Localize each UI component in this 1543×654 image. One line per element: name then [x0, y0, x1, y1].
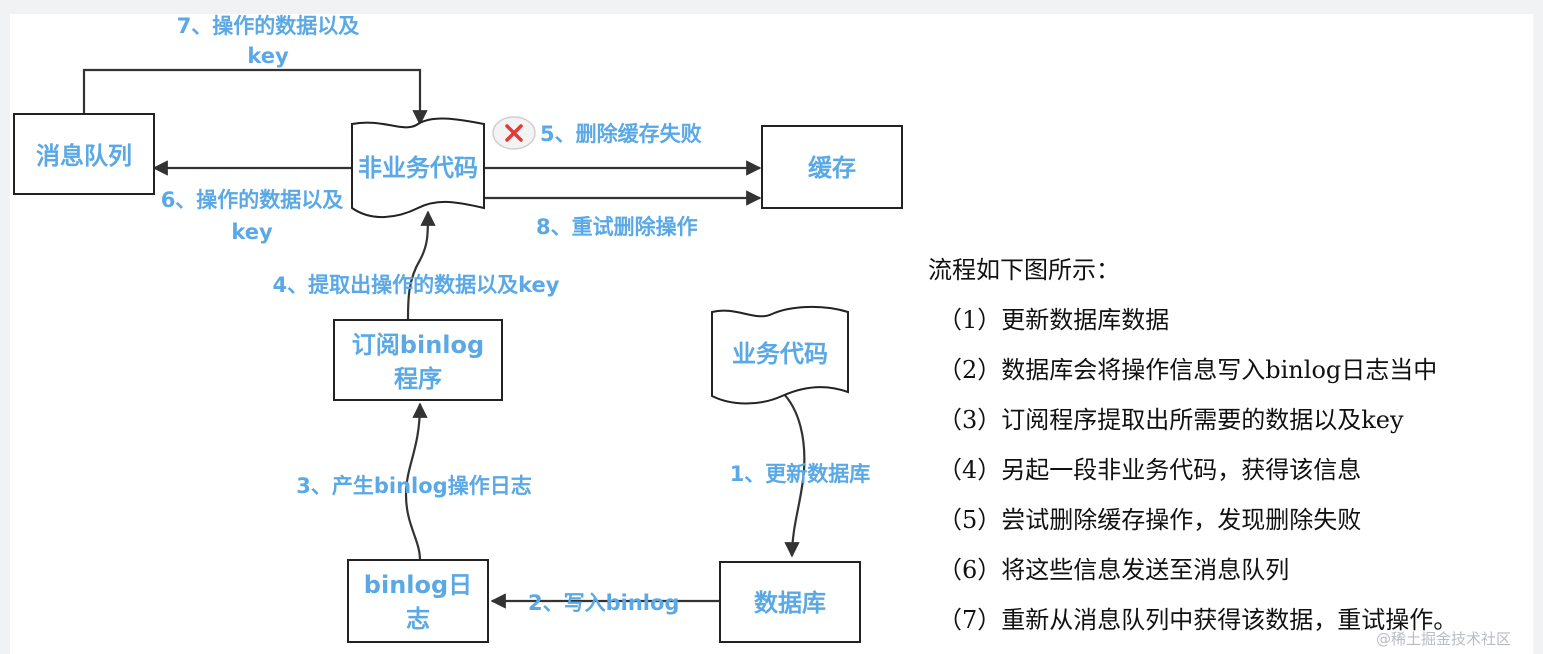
edge-label-step4: 4、提取出操作的数据以及key — [273, 273, 560, 297]
message-queue-label: 消息队列 — [36, 142, 132, 170]
cache-consistency-diagram: 消息队列 非业务代码 缓存 订阅binlog 程序 业务代码 binlog日 志… — [13, 14, 903, 643]
edge-label-step2: 2、写入binlog — [528, 591, 679, 615]
edge-label-step7-line1: 7、操作的数据以及 — [177, 14, 361, 38]
watermark: @稀土掘金技术社区 — [1376, 630, 1512, 648]
edge-label-step5: 5、删除缓存失败 — [540, 122, 702, 146]
edge-label-step7-line2: key — [247, 44, 289, 68]
subscribe-program-label-line2: 程序 — [394, 365, 442, 393]
edge-subscribe-to-code — [406, 210, 436, 321]
edge-queue-to-code — [82, 68, 428, 126]
process-step-4: （4）另起一段非业务代码，获得该信息 — [938, 456, 1362, 484]
database-node — [719, 561, 861, 643]
process-step-5: （5）尝试删除缓存操作，发现删除失败 — [938, 506, 1362, 534]
top-margin-band — [0, 0, 1543, 14]
x-circle-icon — [492, 116, 536, 150]
binlog-log-label-line1: binlog日 — [364, 571, 472, 599]
process-heading: 流程如下图所示： — [928, 256, 1120, 284]
binlog-log-node — [347, 559, 489, 643]
non-business-code-node — [351, 117, 485, 219]
process-step-6: （6）将这些信息发送至消息队列 — [938, 556, 1290, 584]
message-queue-node — [13, 113, 155, 195]
edge-business-to-database — [781, 391, 806, 558]
cache-label: 缓存 — [808, 154, 856, 182]
edge-label-step3: 3、产生binlog操作日志 — [296, 474, 531, 498]
edge-label-step6-line2: key — [231, 220, 273, 244]
subscribe-program-label-line1: 订阅binlog — [352, 331, 484, 359]
edge-binlog-to-subscribe — [404, 402, 428, 561]
cache-node — [761, 125, 903, 209]
process-step-1: （1）更新数据库数据 — [938, 306, 1170, 334]
process-description: 流程如下图所示： （1）更新数据库数据 （2）数据库会将操作信息写入binlog… — [928, 254, 1528, 654]
process-step-2: （2）数据库会将操作信息写入binlog日志当中 — [938, 356, 1438, 384]
process-step-3: （3）订阅程序提取出所需要的数据以及key — [938, 406, 1404, 434]
edge-label-step1: 1、更新数据库 — [730, 462, 871, 486]
left-margin-band — [0, 0, 10, 654]
business-code-label: 业务代码 — [732, 340, 828, 368]
binlog-log-label-line2: 志 — [406, 605, 430, 633]
edge-label-step8: 8、重试删除操作 — [536, 215, 698, 239]
process-step-7: （7）重新从消息队列中获得该数据，重试操作。 — [938, 606, 1458, 634]
subscribe-program-node — [333, 319, 503, 401]
business-code-node — [711, 305, 849, 405]
edge-label-step6-line1: 6、操作的数据以及 — [161, 188, 345, 212]
right-margin-band — [1533, 0, 1543, 654]
non-business-code-label: 非业务代码 — [358, 154, 478, 182]
database-label: 数据库 — [754, 589, 826, 617]
